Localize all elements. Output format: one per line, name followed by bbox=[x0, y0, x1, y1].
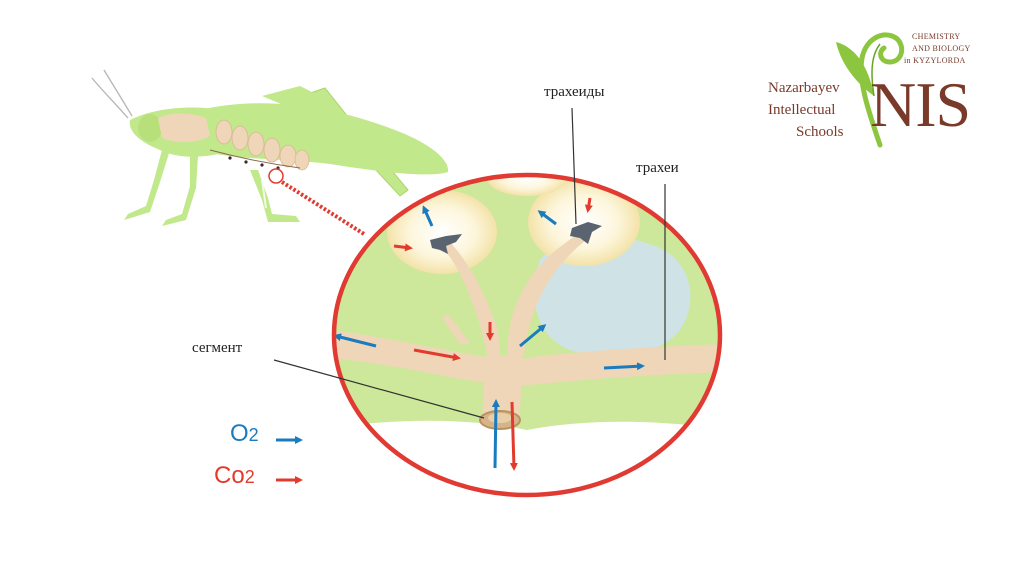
label-tracheae: трахеи bbox=[636, 160, 679, 177]
logo-small-biology: AND BIOLOGY bbox=[912, 44, 971, 53]
logo-small-chemistry: CHEMISTRY bbox=[912, 32, 961, 41]
label-segment: сегмент bbox=[192, 340, 242, 357]
legend-arrows bbox=[276, 440, 300, 480]
nis-logo: Nazarbayev Intellectual Schools CHEMISTR… bbox=[764, 28, 990, 148]
logo-line-schools: Schools bbox=[796, 124, 844, 141]
zoom-connector bbox=[282, 182, 364, 234]
tracheal-detail-circle bbox=[330, 160, 730, 500]
grasshopper-illustration bbox=[92, 70, 448, 234]
legend-co2-label: Co2 bbox=[214, 462, 255, 490]
legend-o2-label: O2 bbox=[230, 420, 259, 448]
logo-small-kyzylorda: in KYZYLORDA bbox=[904, 56, 966, 65]
logo-nis-mark: NIS bbox=[870, 68, 970, 142]
label-tracheids: трахеиды bbox=[544, 84, 604, 101]
spiracle-highlight bbox=[269, 169, 283, 183]
logo-line-intellectual: Intellectual bbox=[768, 102, 835, 119]
logo-line-nazarbayev: Nazarbayev bbox=[768, 80, 840, 97]
